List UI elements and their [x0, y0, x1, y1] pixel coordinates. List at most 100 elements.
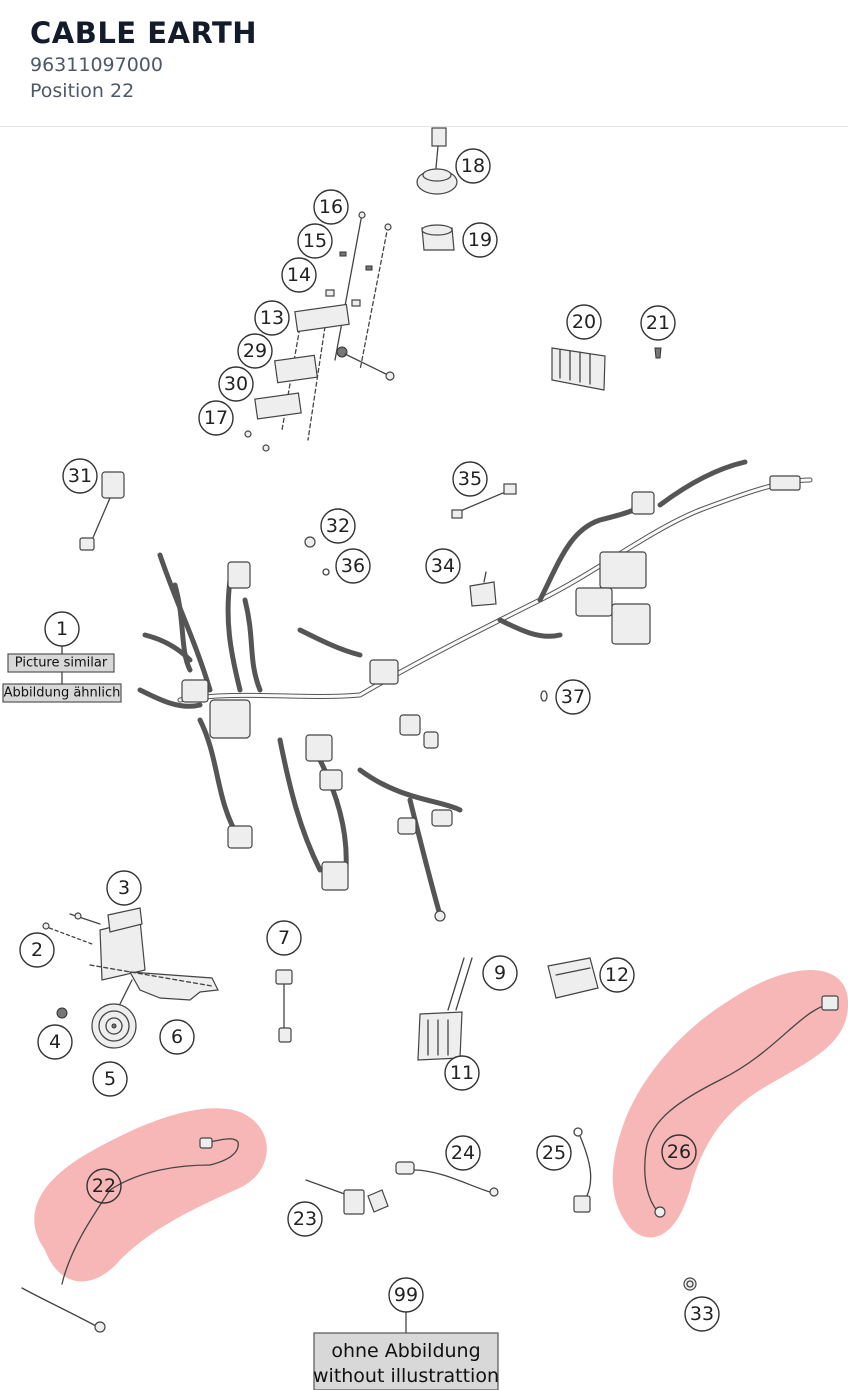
callout-circle	[536, 1135, 572, 1171]
part-number: 96311097000	[30, 54, 163, 76]
callout-number: 99	[394, 1284, 418, 1306]
callout-32[interactable]: 32	[320, 508, 356, 544]
callout-number: 33	[690, 1303, 714, 1325]
callout-1[interactable]: 1	[44, 611, 80, 647]
callout-24[interactable]: 24	[445, 1135, 481, 1171]
callout-circle	[566, 304, 602, 340]
callout-30[interactable]: 30	[218, 366, 254, 402]
part-25-cable	[573, 1127, 592, 1213]
callout-circle	[455, 148, 491, 184]
callout-99[interactable]: 99	[388, 1277, 424, 1313]
part-1-main-harness	[137, 459, 813, 922]
svg-text:Abbildung ähnlich: Abbildung ähnlich	[4, 686, 121, 701]
callout-circle	[37, 1024, 73, 1060]
part-21-clip	[654, 347, 662, 359]
callout-37[interactable]: 37	[555, 679, 591, 715]
callout-number: 24	[451, 1142, 475, 1164]
callout-9[interactable]: 9	[482, 955, 518, 991]
callout-circle	[555, 679, 591, 715]
part-5-horn	[91, 979, 137, 1049]
callout-22[interactable]: 22	[86, 1168, 122, 1204]
callout-number: 22	[92, 1175, 116, 1197]
callout-circle	[445, 1135, 481, 1171]
exploded-parts-diagram: Picture similar Abbildung ähnlich	[0, 127, 848, 1390]
callout-circle	[198, 400, 234, 436]
callout-circle	[320, 508, 356, 544]
callout-circle	[425, 548, 461, 584]
callout-35[interactable]: 35	[452, 461, 488, 497]
callout-number: 18	[461, 155, 485, 177]
callout-2[interactable]: 2	[19, 932, 55, 968]
callout-17[interactable]: 17	[198, 400, 234, 436]
callout-circle	[388, 1277, 424, 1313]
callout-circle	[313, 189, 349, 225]
callout-number: 6	[171, 1026, 183, 1048]
callout-25[interactable]: 25	[536, 1135, 572, 1171]
callout-34[interactable]: 34	[425, 548, 461, 584]
callout-5[interactable]: 5	[92, 1061, 128, 1097]
callout-33[interactable]: 33	[684, 1296, 720, 1332]
callout-16[interactable]: 16	[313, 189, 349, 225]
callout-number: 34	[431, 555, 455, 577]
callout-number: 32	[326, 515, 350, 537]
part-22-cable-earth	[21, 1137, 239, 1333]
part-36-ring	[322, 568, 330, 576]
diagram-canvas: Picture similar Abbildung ähnlich	[2, 127, 848, 1390]
callout-circle	[159, 1019, 195, 1055]
callout-12[interactable]: 12	[599, 957, 635, 993]
part-position: Position 22	[30, 80, 135, 102]
callout-11[interactable]: 11	[444, 1055, 480, 1091]
callout-number: 14	[287, 264, 311, 286]
callout-18[interactable]: 18	[455, 148, 491, 184]
callout-circle	[482, 955, 518, 991]
highlight-position-26	[612, 970, 848, 1238]
callout-number: 19	[468, 229, 492, 251]
callout-14[interactable]: 14	[281, 257, 317, 293]
callout-20[interactable]: 20	[566, 304, 602, 340]
highlight-position-22	[34, 1108, 267, 1282]
callout-number: 20	[572, 311, 596, 333]
svg-text:ohne Abbildung: ohne Abbildung	[331, 1340, 480, 1362]
callout-number: 7	[278, 927, 290, 949]
callout-circle	[44, 611, 80, 647]
callout-4[interactable]: 4	[37, 1024, 73, 1060]
callout-circle	[640, 305, 676, 341]
callout-3[interactable]: 3	[106, 870, 142, 906]
callout-13[interactable]: 13	[254, 300, 290, 336]
callout-23[interactable]: 23	[287, 1201, 323, 1237]
callout-31[interactable]: 31	[62, 458, 98, 494]
part-3-bracket-unit	[69, 907, 146, 981]
callout-36[interactable]: 36	[335, 548, 371, 584]
callout-number: 31	[68, 465, 92, 487]
callout-circle	[287, 1201, 323, 1237]
part-37-ring	[540, 690, 548, 702]
part-12-module	[547, 957, 599, 999]
callout-circle	[218, 366, 254, 402]
callout-7[interactable]: 7	[266, 920, 302, 956]
callout-number: 13	[260, 307, 284, 329]
part-32-plug	[304, 536, 316, 548]
callout-circle	[106, 870, 142, 906]
callout-number: 29	[243, 340, 267, 362]
callout-26[interactable]: 26	[661, 1134, 697, 1170]
callout-circle	[684, 1296, 720, 1332]
callout-21[interactable]: 21	[640, 305, 676, 341]
callout-number: 12	[605, 964, 629, 986]
callout-number: 37	[561, 686, 585, 708]
callout-circle	[281, 257, 317, 293]
svg-text:Picture similar: Picture similar	[15, 656, 108, 671]
callout-circle	[661, 1134, 697, 1170]
callout-number: 11	[450, 1062, 474, 1084]
callout-number: 17	[204, 407, 228, 429]
note-picture-similar: Picture similar	[7, 653, 115, 673]
callout-number: 30	[224, 373, 248, 395]
callout-19[interactable]: 19	[462, 222, 498, 258]
callout-circle	[19, 932, 55, 968]
callout-15[interactable]: 15	[297, 223, 333, 259]
callout-number: 2	[31, 939, 43, 961]
callout-29[interactable]: 29	[237, 333, 273, 369]
callout-6[interactable]: 6	[159, 1019, 195, 1055]
callout-circle	[599, 957, 635, 993]
part-34-relay	[469, 571, 497, 607]
